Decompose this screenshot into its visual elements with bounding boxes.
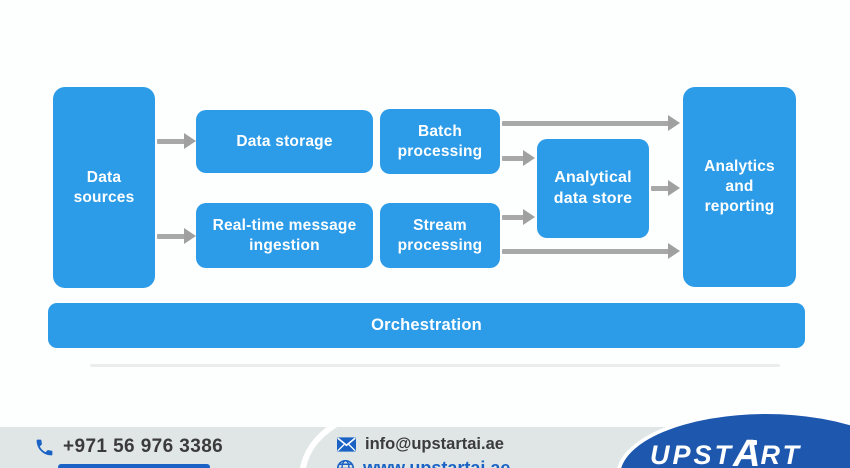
globe-icon: [337, 460, 354, 468]
node-batch-processing: Batch processing: [380, 109, 500, 174]
arrowhead-icon: [184, 133, 196, 149]
node-analytics-and-reporting: Analytics and reporting: [683, 87, 796, 287]
flow-arrow-store-to-analytics: [651, 180, 680, 196]
flow-arrow-batch-to-store: [502, 150, 535, 166]
flow-arrow-batch-to-analytics: [502, 115, 680, 131]
node-data-sources: Data sources: [53, 87, 155, 288]
node-orchestration: Orchestration: [48, 303, 805, 348]
website-row: www.upstartai.ae: [337, 458, 510, 468]
contact-block: info@upstartai.ae www.upstartai.ae: [337, 435, 510, 468]
flow-arrow-stream-to-store: [502, 209, 535, 225]
logo-part-post: RT: [760, 440, 802, 468]
arrowhead-icon: [523, 209, 535, 225]
phone-number: +971 56 976 3386: [63, 436, 224, 457]
node-realtime-message-ingestion: Real-time message ingestion: [196, 203, 373, 268]
divider-arc: [299, 427, 338, 468]
phone-icon: [34, 437, 55, 458]
email-address: info@upstartai.ae: [365, 435, 504, 453]
arrowhead-icon: [668, 243, 680, 259]
node-data-storage: Data storage: [196, 110, 373, 173]
cropped-text-line: [58, 464, 210, 468]
arrowhead-icon: [184, 228, 196, 244]
flow-arrow-sources-to-storage: [157, 133, 196, 149]
flow-arrow-sources-to-realtime: [157, 228, 196, 244]
decorative-divider-line: [90, 364, 780, 367]
flow-arrow-stream-to-analytics: [502, 243, 680, 259]
arrowhead-icon: [523, 150, 535, 166]
email-row: info@upstartai.ae: [337, 435, 510, 454]
logo-i-dot-icon: [752, 440, 758, 445]
arrowhead-icon: [668, 115, 680, 131]
node-stream-processing: Stream processing: [380, 203, 500, 268]
phone-block: +971 56 976 3386: [34, 436, 223, 458]
node-analytical-data-store: Analytical data store: [537, 139, 649, 238]
email-icon: [337, 437, 356, 452]
website-url: www.upstartai.ae: [363, 458, 511, 468]
arrowhead-icon: [668, 180, 680, 196]
logo-part-pre: UPST: [650, 440, 735, 468]
